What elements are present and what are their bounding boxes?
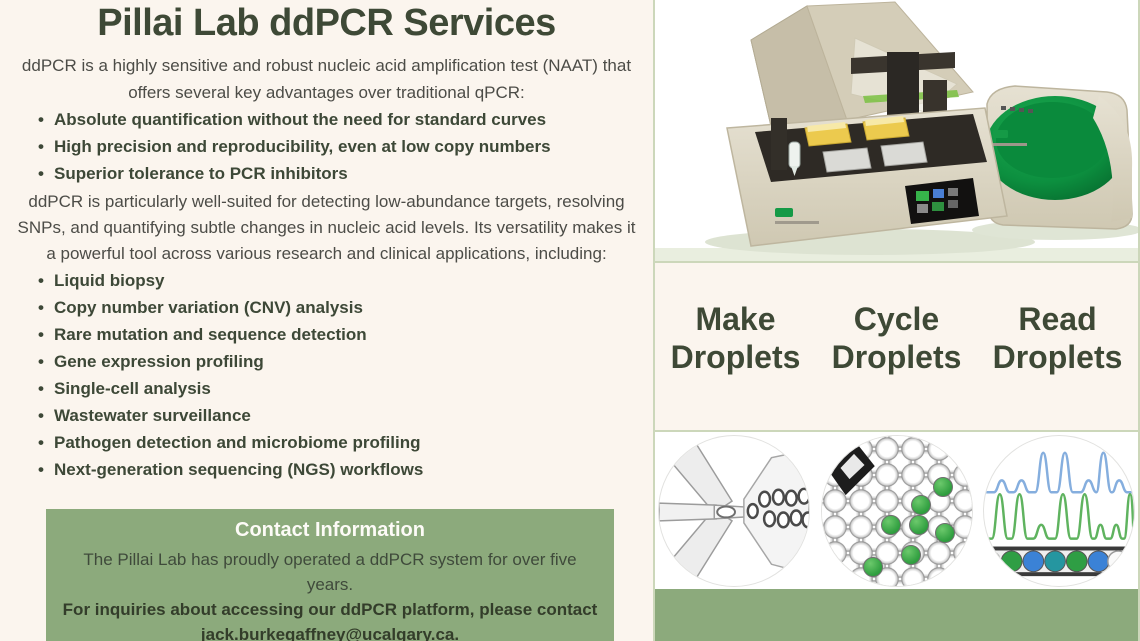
page-title: Pillai Lab ddPCR Services (97, 2, 556, 44)
workflow-steps: Make Droplets Cycle Droplets Read Drople… (655, 263, 1138, 430)
left-column: Pillai Lab ddPCR Services ddPCR is a hig… (0, 0, 653, 641)
positive-droplet (880, 514, 901, 535)
step-cycle-droplets: Cycle Droplets (831, 301, 962, 375)
cycle-droplets-image (820, 434, 973, 587)
positive-droplet (910, 494, 931, 515)
application-item: Single-cell analysis (38, 375, 639, 402)
positive-droplet (908, 514, 929, 535)
advantage-item: Absolute quantification without the need… (38, 106, 639, 133)
application-item: Rare mutation and sequence detection (38, 321, 639, 348)
section-divider (655, 261, 1138, 263)
applications-list: Liquid biopsy Copy number variation (CNV… (14, 267, 639, 483)
application-item: Next-generation sequencing (NGS) workflo… (38, 456, 639, 483)
column-divider (653, 0, 655, 641)
droplet-generation-illustration (659, 436, 809, 585)
positive-droplet (900, 544, 921, 565)
contact-line2: For inquiries about accessing our ddPCR … (62, 597, 598, 641)
advantages-list: Absolute quantification without the need… (14, 106, 639, 187)
application-item: Pathogen detection and microbiome profil… (38, 429, 639, 456)
contact-information-box: Contact Information The Pillai Lab has p… (46, 509, 614, 641)
section-divider (655, 430, 1138, 432)
footer-green-strip (655, 589, 1138, 641)
advantage-item: Superior tolerance to PCR inhibitors (38, 160, 639, 187)
positive-droplet (932, 476, 953, 497)
instruments-illustration (655, 0, 1140, 261)
application-item: Gene expression profiling (38, 348, 639, 375)
make-droplets-image (658, 434, 810, 587)
workflow-images-row (655, 432, 1138, 589)
contact-line1: The Pillai Lab has proudly operated a dd… (83, 550, 577, 594)
fluorescence-trace-illustration (984, 451, 1134, 576)
left-content: Pillai Lab ddPCR Services ddPCR is a hig… (0, 0, 653, 641)
step-make-droplets: Make Droplets (670, 301, 801, 375)
read-droplets-image (983, 434, 1135, 587)
contact-email: jack.burkegaffney@ucalgary.ca. (200, 625, 460, 641)
application-item: Liquid biopsy (38, 267, 639, 294)
body-paragraph: ddPCR is particularly well-suited for de… (17, 192, 636, 263)
ddpcr-instruments-photo (655, 0, 1140, 261)
application-item: Wastewater surveillance (38, 402, 639, 429)
positive-droplet (934, 522, 955, 543)
right-column: Make Droplets Cycle Droplets Read Drople… (655, 0, 1140, 641)
step-read-droplets: Read Droplets (992, 301, 1123, 375)
intro-paragraph: ddPCR is a highly sensitive and robust n… (21, 56, 632, 102)
right-edge-border (1138, 0, 1140, 641)
positive-droplet (862, 556, 883, 577)
contact-heading: Contact Information (235, 519, 425, 541)
advantage-item: High precision and reproducibility, even… (38, 133, 639, 160)
contact-line2-text: For inquiries about accessing our ddPCR … (62, 600, 598, 619)
application-item: Copy number variation (CNV) analysis (38, 294, 639, 321)
